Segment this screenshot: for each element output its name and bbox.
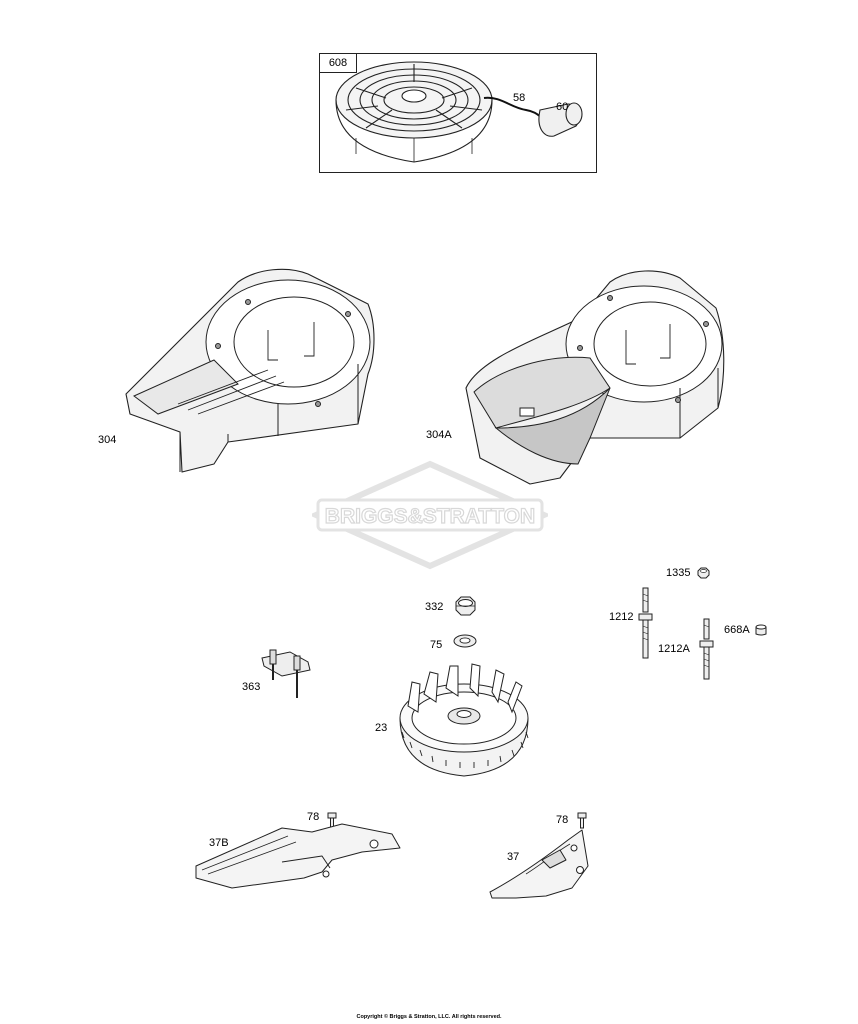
- briggs-stratton-watermark-logo: BRIGGS&STRATTON: [312, 460, 548, 570]
- label-bracket: 363: [242, 681, 261, 693]
- label-flywheel: 23: [375, 722, 388, 734]
- label-baffle-right: 37: [507, 851, 520, 863]
- blower-housing-304-drawing: [125, 268, 375, 473]
- label-baffle-left: 37B: [209, 837, 229, 849]
- label-spacer: 668A: [724, 624, 750, 636]
- label-stud-nut: 1335: [666, 567, 691, 579]
- rewind-starter-drawing: [335, 61, 583, 163]
- label-housing-b: 304A: [426, 429, 452, 441]
- label-screw-right: 78: [556, 814, 569, 826]
- blower-housing-304a-drawing: [465, 270, 725, 485]
- flywheel-drawing: [399, 663, 529, 777]
- washer-drawing: [453, 634, 477, 648]
- air-baffle-37b-drawing: [195, 823, 401, 889]
- air-baffle-37-drawing: [489, 829, 589, 899]
- label-stud-a: 1212: [609, 611, 634, 623]
- label-nut: 332: [425, 601, 444, 613]
- copyright-footer: Copyright © Briggs & Stratton, LLC. All …: [356, 1014, 502, 1020]
- spacer-drawing: [755, 624, 767, 636]
- label-washer: 75: [430, 639, 443, 651]
- label-rope: 58: [513, 92, 526, 104]
- screw-right-drawing: [577, 812, 587, 829]
- stud-drawing: [638, 587, 653, 659]
- label-handle: 60: [556, 101, 569, 113]
- flywheel-nut-drawing: [455, 596, 476, 616]
- starter-kit-box: 608: [319, 53, 597, 173]
- watermark-text: BRIGGS&STRATTON: [325, 505, 535, 528]
- kit-number-tag: 608: [320, 54, 357, 73]
- label-stud-b: 1212A: [658, 643, 690, 655]
- stud-a-drawing: [699, 618, 714, 680]
- label-screw-left: 78: [307, 811, 320, 823]
- label-housing-a: 304: [98, 434, 117, 446]
- bracket-drawing: [261, 649, 311, 698]
- stud-nut-drawing: [697, 567, 710, 579]
- screw-left-drawing: [327, 812, 337, 829]
